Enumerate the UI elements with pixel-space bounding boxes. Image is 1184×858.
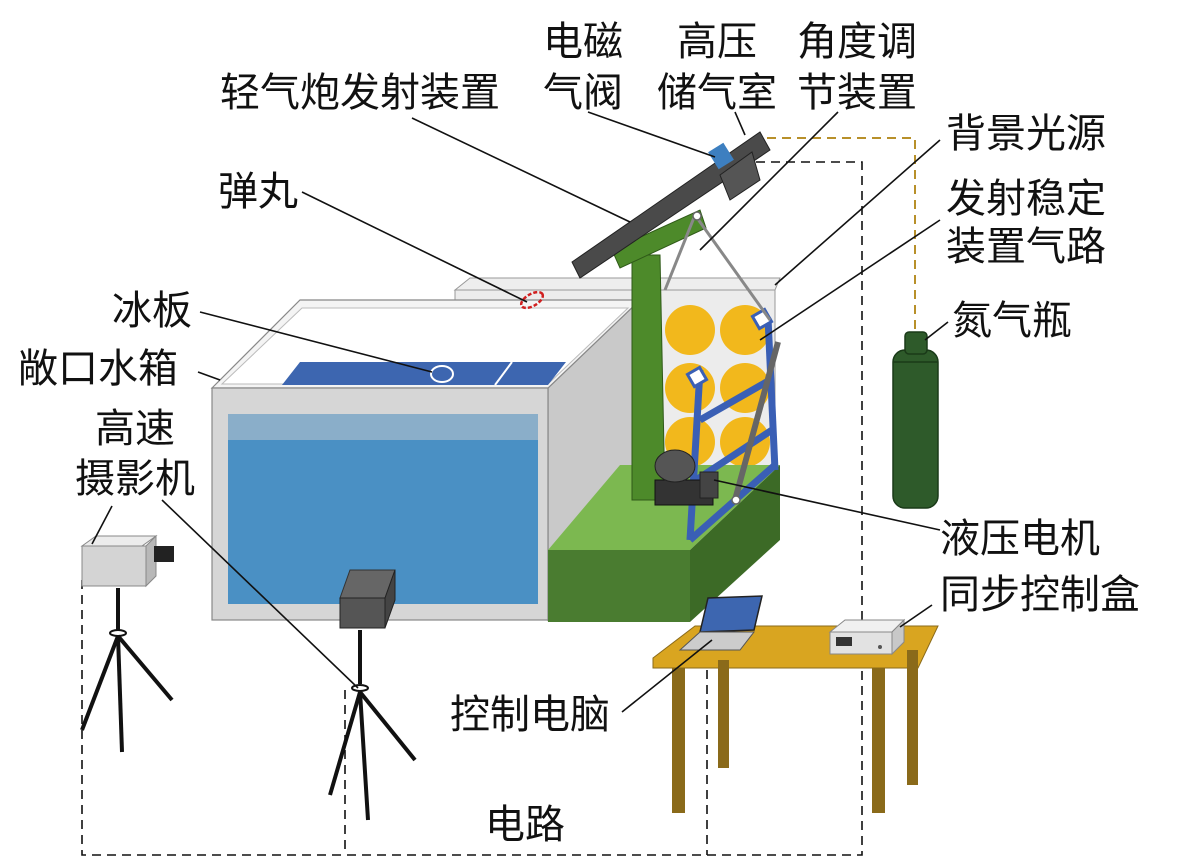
lamp-array xyxy=(665,305,770,467)
label-stabilizer-line1: 发射稳定 xyxy=(946,176,1106,222)
high-speed-camera-left xyxy=(80,534,174,753)
solenoid-valve-block xyxy=(708,142,734,170)
hydraulic-rod xyxy=(732,341,781,501)
open-water-tank xyxy=(210,298,642,622)
label-angle-adjust-line1: 角度调 xyxy=(797,19,917,65)
label-computer: 控制电脑 xyxy=(450,692,610,738)
label-hydraulic-motor: 液压电机 xyxy=(940,516,1100,562)
label-hp-chamber-line2: 储气室 xyxy=(657,70,777,116)
label-circuit: 电路 xyxy=(485,802,565,848)
label-nitrogen: 氮气瓶 xyxy=(952,298,1072,344)
gas-line xyxy=(752,137,916,332)
label-sync-box: 同步控制盒 xyxy=(940,572,1140,618)
tank-water-surface xyxy=(228,414,538,440)
label-camera-line2: 摄影机 xyxy=(75,456,195,502)
launcher-barrel xyxy=(571,131,771,279)
ice-plate xyxy=(282,362,566,385)
label-water-tank: 敞口水箱 xyxy=(18,346,178,392)
ice-hole xyxy=(430,365,454,383)
label-backlight: 背景光源 xyxy=(946,111,1106,157)
high-speed-camera-center xyxy=(328,569,417,821)
hydraulic-motor xyxy=(654,449,719,506)
control-table xyxy=(652,625,939,813)
label-solenoid-valve-line1: 电磁 xyxy=(543,19,623,65)
label-stabilizer-line2: 装置气路 xyxy=(946,224,1106,270)
nitrogen-cylinder xyxy=(892,331,939,509)
label-solenoid-valve-line2: 气阀 xyxy=(543,70,623,116)
label-angle-adjust-line2: 节装置 xyxy=(797,70,917,116)
projectile-marker xyxy=(519,290,545,310)
control-laptop xyxy=(678,595,763,651)
circuit-lines xyxy=(81,161,863,856)
label-projectile: 弹丸 xyxy=(218,169,298,215)
label-camera-line1: 高速 xyxy=(95,406,175,452)
label-gas-gun: 轻气炮发射装置 xyxy=(220,70,500,116)
platform xyxy=(548,465,780,622)
sync-control-box xyxy=(828,618,906,656)
label-ice-plate: 冰板 xyxy=(112,288,192,334)
gas-gun-launcher xyxy=(571,131,771,501)
label-hp-chamber-line1: 高压 xyxy=(677,19,757,65)
leader-lines xyxy=(91,111,949,713)
labels: 电磁 气阀 高压 储气室 角度调 节装置 轻气炮发射装置 背景光源 发射稳定 装… xyxy=(18,19,1140,848)
